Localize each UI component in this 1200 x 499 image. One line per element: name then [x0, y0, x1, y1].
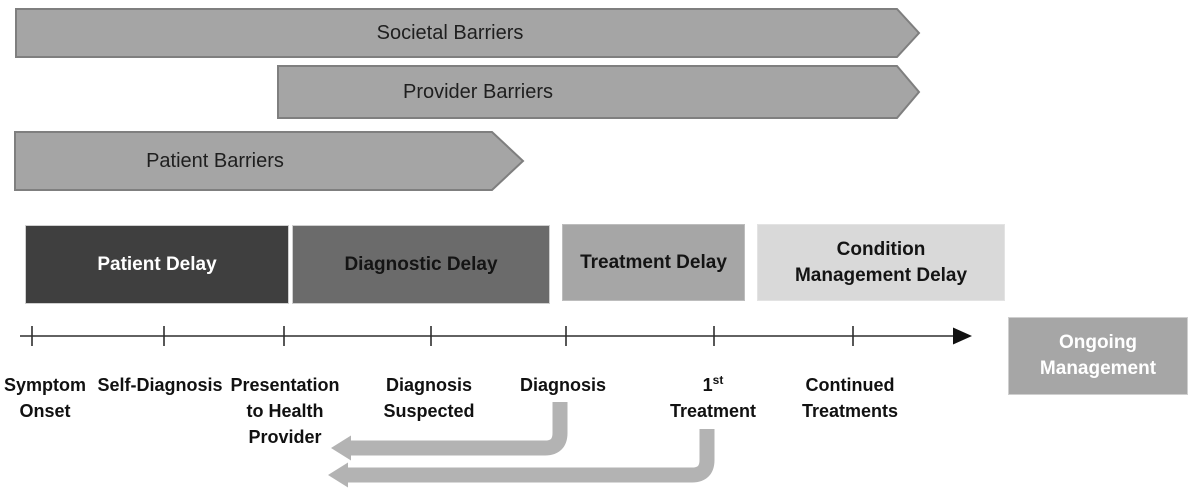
diagnosis-feedback-connector	[350, 402, 568, 456]
societal-barriers-label: Societal Barriers	[376, 22, 524, 44]
condition-management-delay-label-line1: Condition	[836, 238, 926, 260]
diagnostic-delay-box: Diagnostic Delay	[292, 225, 550, 304]
milestone-diagnosis: Diagnosis	[519, 375, 607, 395]
timeline-arrowhead-icon	[953, 327, 972, 345]
diagnosis-feedback-arrowhead-icon	[331, 435, 351, 461]
treatment-delay-label: Treatment Delay	[580, 251, 727, 273]
ongoing-management-label-line1: Ongoing	[1058, 332, 1138, 353]
patient-delay-label: Patient Delay	[97, 253, 217, 275]
milestone-diagnosis-suspected: Diagnosis Suspected	[383, 375, 475, 421]
condition-management-delay-label-line2: Management Delay	[794, 264, 968, 286]
treatment-feedback-arrowhead-icon	[328, 462, 348, 488]
ongoing-management-box: Ongoing Management	[1008, 317, 1188, 395]
ongoing-management-label-line2: Management	[1039, 358, 1157, 379]
patient-delay-box: Patient Delay	[25, 225, 289, 304]
provider-barriers-arrow	[277, 65, 921, 119]
milestone-self-diagnosis: Self-Diagnosis	[97, 375, 223, 395]
patient-barriers-arrow	[14, 131, 525, 191]
milestone-symptom-onset: Symptom Onset	[3, 375, 87, 421]
societal-barriers-arrow	[15, 8, 921, 58]
milestone-presentation-to-health-provider: Presentation to Health Provider	[230, 375, 340, 447]
diagnostic-delay-label: Diagnostic Delay	[344, 253, 498, 275]
milestone-continued-treatments: Continued Treatments	[801, 375, 899, 421]
patient-barriers-label: Patient Barriers	[146, 150, 284, 172]
treatment-delay-box: Treatment Delay	[562, 224, 745, 301]
treatment-feedback-connector	[348, 429, 715, 483]
milestone-first-treatment: 1st Treatment	[669, 373, 757, 421]
condition-management-delay-box: Condition Management Delay	[757, 224, 1005, 301]
provider-barriers-label: Provider Barriers	[402, 81, 554, 103]
